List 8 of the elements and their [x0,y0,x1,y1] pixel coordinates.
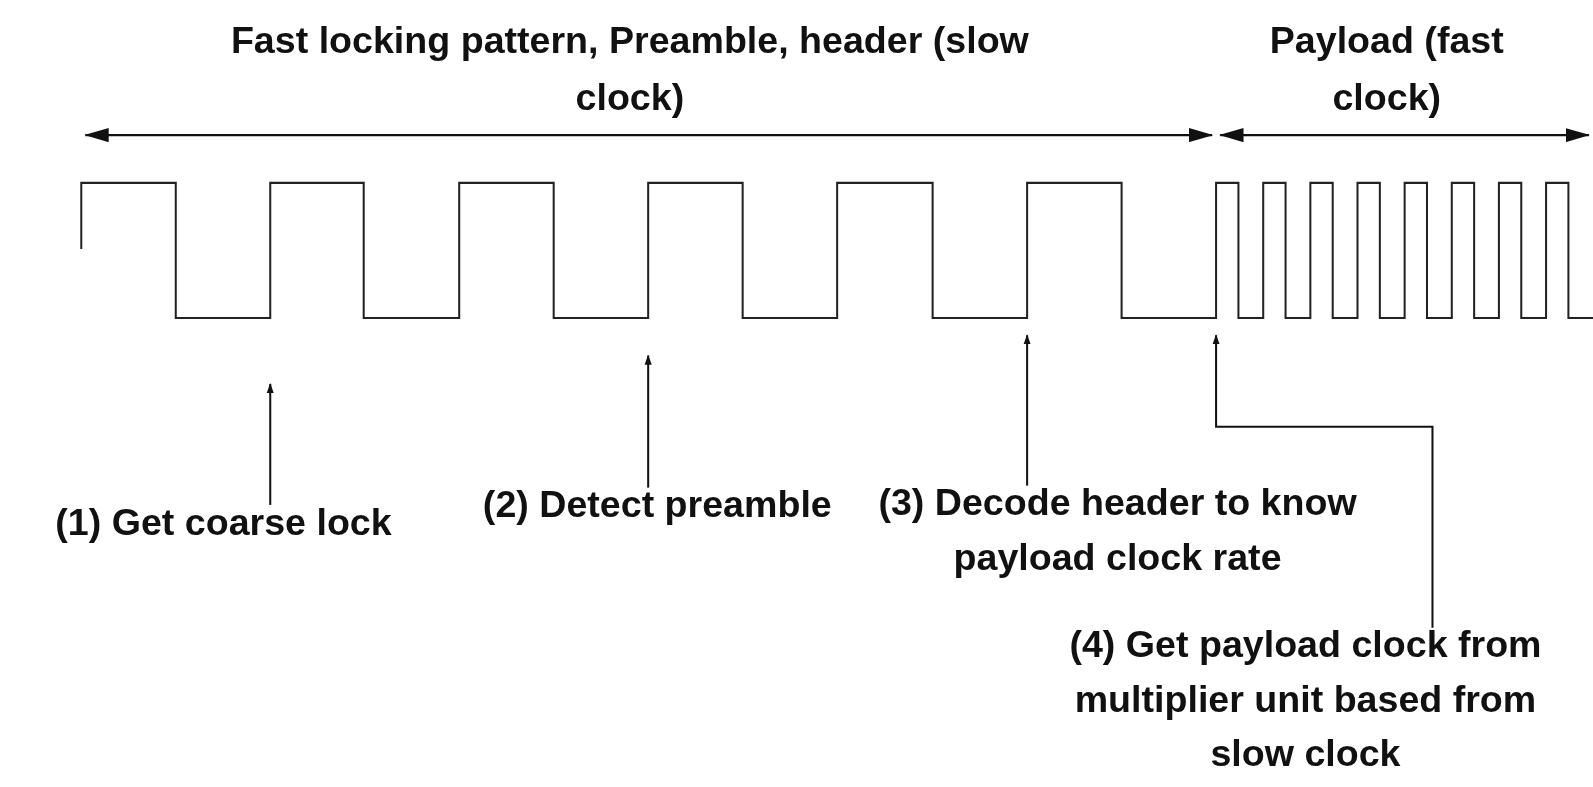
span-label: Payload (fast clock) [1268,18,1505,120]
leader-arrow [1023,334,1031,486]
annotation-text: (4) Get payload clock from multiplier unit based from slow clock [1051,617,1560,782]
annotation-text: (1) Get coarse lock [10,495,437,551]
leader-arrow [1212,334,1434,628]
span-label: Fast locking pattern, Preamble, header (slow clock) [229,18,1030,120]
leader-arrow [644,354,652,488]
leader-arrow [266,383,274,505]
